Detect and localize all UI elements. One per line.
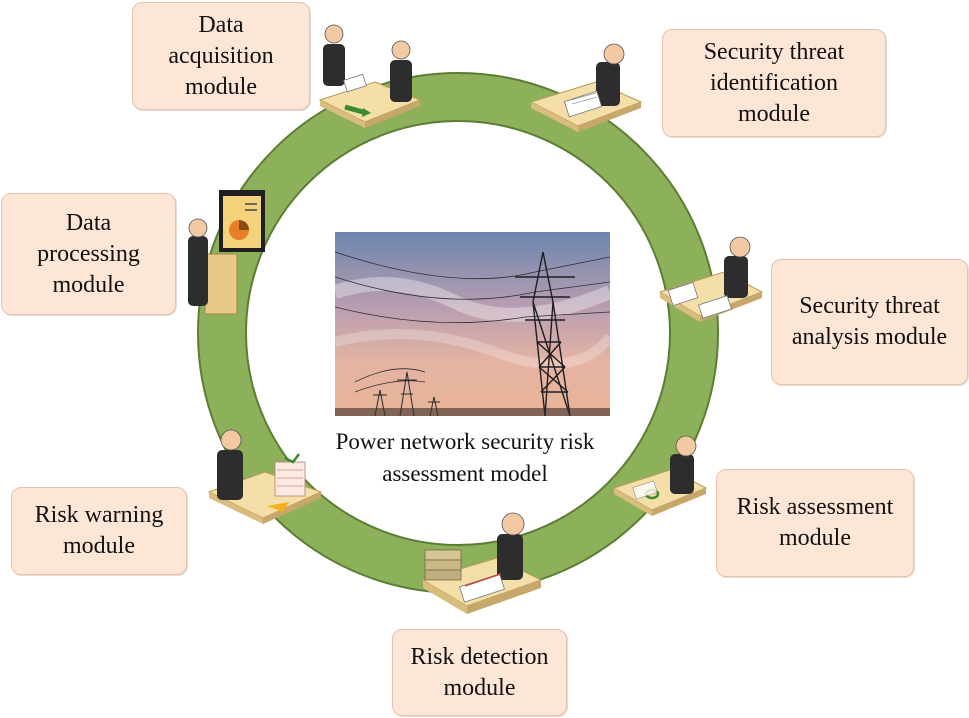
module-label: Risk warning module	[34, 502, 164, 559]
risk-assessment-module: Risk assessment module	[716, 469, 914, 577]
module-label: Data processing module	[37, 209, 140, 298]
document-review-icon	[658, 236, 764, 322]
power-tower-photo	[335, 232, 610, 416]
module-label: Data acquisition module	[168, 11, 274, 100]
module-label: Risk detection module	[410, 643, 549, 701]
security-threat-identification-module: Security threat identification module	[662, 29, 886, 137]
two-people-meeting-icon	[318, 24, 422, 128]
warning-desk-icon	[207, 429, 323, 524]
analyst-desk-icon	[529, 43, 643, 132]
module-label: Risk assessment module	[736, 494, 894, 551]
risk-warning-module: Risk warning module	[11, 487, 187, 575]
detection-desk-icon	[421, 512, 543, 614]
data-processing-module: Data processing module	[1, 193, 176, 315]
data-acquisition-module: Data acquisition module	[132, 2, 310, 110]
risk-detection-module: Risk detection module	[392, 629, 567, 716]
security-threat-analysis-module: Security threat analysis module	[771, 259, 968, 385]
module-label: Security threat analysis module	[791, 293, 948, 350]
center-caption: Power network security risk assessment m…	[335, 429, 595, 486]
presentation-board-icon	[188, 190, 265, 315]
assessment-desk-icon	[612, 435, 708, 516]
module-label: Security threat identification module	[703, 38, 845, 127]
